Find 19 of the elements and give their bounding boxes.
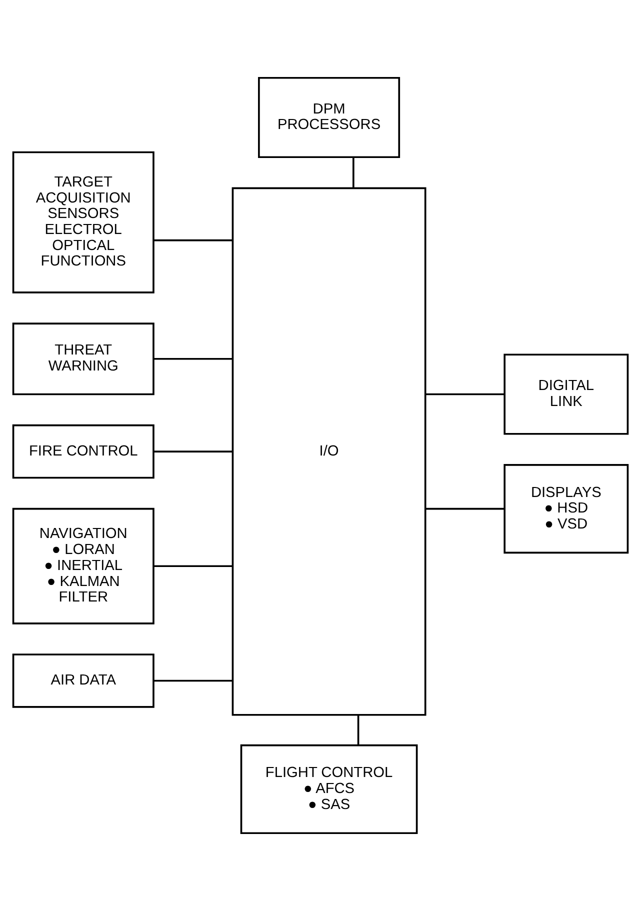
node-box: I/O [232,186,426,716]
connector [357,714,360,745]
node-box: FLIGHT CONTROL ● AFCS ● SAS [240,744,418,834]
node-box: FIRE CONTROL [12,424,154,478]
connector [352,156,354,188]
connector [154,679,233,682]
connector [154,238,233,241]
connector [154,357,233,360]
node-box: THREAT WARNING [12,322,154,395]
connector [425,392,504,395]
node-box: AIR DATA [12,653,154,708]
node-box: NAVIGATION ● LORAN ● INERTIAL ● KALMAN FILTER [12,507,154,624]
node-box: TARGET ACQUISITION SENSORS ELECTROL OPTICAL FUNCTIONS [12,150,154,293]
node-box: DPM PROCESSORS [258,76,400,158]
node-box: DISPLAYS ● HSD ● VSD [504,464,629,554]
connector [154,564,233,567]
connector [425,507,504,510]
node-box: DIGITAL LINK [504,353,629,434]
connector [154,450,233,452]
